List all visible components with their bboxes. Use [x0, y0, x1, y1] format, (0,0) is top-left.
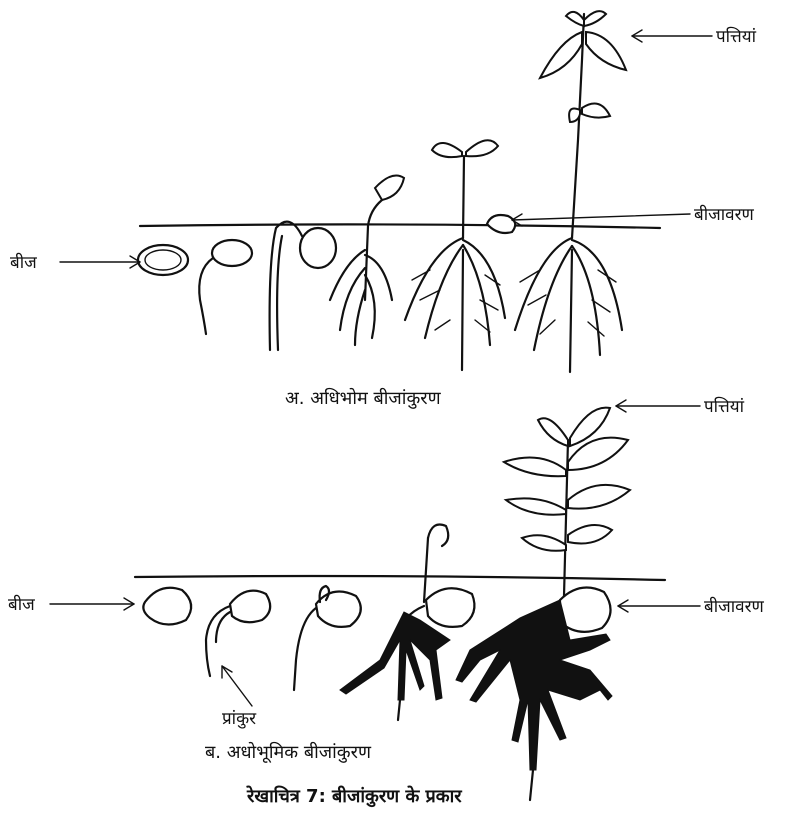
svg-text:बीज: बीज [8, 594, 35, 615]
svg-text:पत्तियां: पत्तियां [704, 396, 745, 417]
stage-b5-plant [456, 408, 630, 800]
svg-text:बीजावरण: बीजावरण [694, 204, 755, 225]
label-seed-coat-b: बीजावरण [618, 596, 765, 617]
label-plumule-b: प्रांकुर [222, 666, 257, 729]
soil-line-b [135, 576, 665, 580]
caption-b: ब. अधोभूमिक बीजांकुरण [205, 741, 372, 763]
figure-title: रेखाचित्र 7: बीजांकुरण के प्रकार [246, 785, 462, 808]
stage-a2-radicle [199, 240, 252, 334]
panel-epigeal: बीज बीजावरण पत्तियां अ. अधिभोम बीजांकुरण [10, 11, 757, 409]
stage-b3-hook [294, 586, 361, 690]
label-seed-coat-a: बीजावरण [512, 204, 755, 226]
stage-a5-seedling [405, 140, 515, 370]
svg-text:पत्तियां: पत्तियां [716, 26, 757, 47]
caption-a: अ. अधिभोम बीजांकुरण [285, 387, 442, 409]
stage-a4-emerging [330, 176, 404, 345]
label-leaves-b: पत्तियां [616, 396, 745, 417]
stage-a1-seed [138, 245, 188, 275]
label-leaves-a: पत्तियां [632, 26, 757, 47]
label-seed-b: बीज [8, 594, 134, 615]
stage-b1-seed [143, 588, 191, 625]
stage-a3-hook [270, 222, 336, 350]
stage-a6-plant [515, 11, 626, 372]
svg-text:बीजावरण: बीजावरण [704, 596, 765, 617]
stage-b4-emerging [340, 525, 474, 721]
label-seed-a: बीज [10, 252, 140, 273]
svg-text:बीज: बीज [10, 252, 37, 273]
panel-hypogeal: बीज बीजावरण पत्तियां प्रांकुर ब. अधोभूमि… [8, 396, 765, 800]
stage-b2-radicle [206, 591, 270, 676]
svg-text:प्रांकुर: प्रांकुर [222, 709, 257, 729]
soil-line-a [140, 224, 660, 228]
